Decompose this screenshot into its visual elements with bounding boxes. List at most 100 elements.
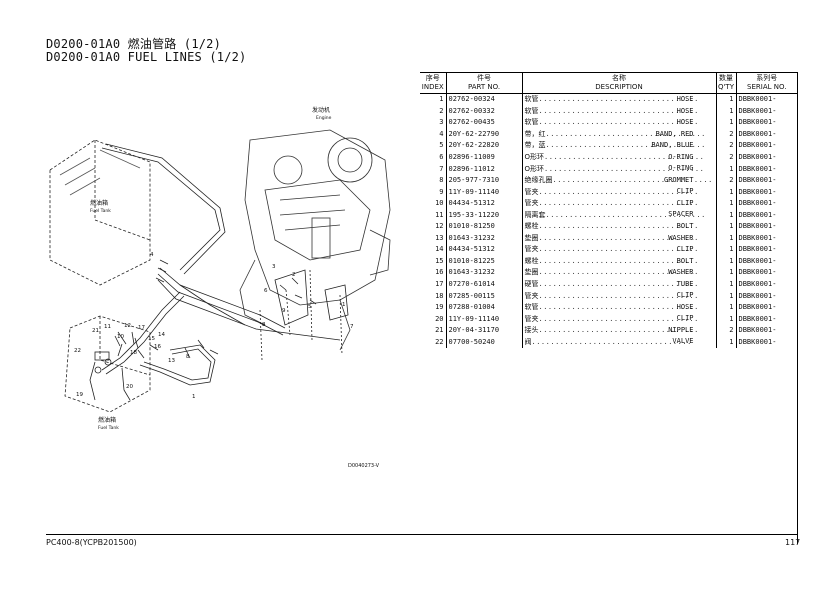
page-title-cn: D0200-01A0 燃油管路 (1/2) [46,37,222,51]
engine-label-en: Engine [316,115,332,121]
cell-description: 隔离套..................................SPA… [521,209,716,222]
cell-serial: DBBK0001- [735,163,797,175]
cell-serial: DBBK0001- [735,221,797,233]
cell-qty: 1 [715,105,736,118]
desc-cn: 管夹 [524,245,539,254]
cell-description: 螺栓..................................BOLT [521,221,716,233]
desc-cn: 螺栓 [524,222,539,231]
cell-index: 2 [439,106,444,115]
cell-part-no: 205-977-7310 [445,174,522,187]
cell-qty: 1 [715,232,736,245]
desc-en: CLIP [676,245,694,254]
cell-qty: 1 [715,313,736,325]
drawing-code: D0040273-V [348,463,380,469]
parts-table-frame [420,72,798,544]
desc-leader-dots: .................................. [538,303,699,312]
cell-description: 带，蓝..................................BAN… [521,140,716,152]
desc-en: BOLT [676,222,694,231]
cell-qty: 1 [715,255,736,268]
desc-cn: O形环 [524,164,545,173]
desc-leader-dots: .................................. [538,233,699,242]
cell-serial: DBBK0001- [735,128,797,141]
cell-description: 软管..................................HOSE [521,301,716,314]
cell-qty: 1 [715,117,736,129]
cell-description: 垫圈..................................WASH… [521,232,716,245]
cell-serial: DBBK0001- [735,278,797,291]
cell-index: 16 [435,268,444,277]
callout: 9 [282,308,286,314]
desc-leader-dots: .................................. [545,141,706,150]
callout: 20 [126,384,133,390]
cell-part-no: 11Y-09-11140 [445,313,522,325]
cell-qty: 2 [715,140,736,152]
desc-cn: 管夹 [524,314,539,323]
cell-description: O形环..................................O-R… [521,151,716,164]
cell-part-no: 01643-31232 [445,267,522,279]
callout: 11 [104,324,111,330]
cell-serial: DBBK0001- [735,140,797,152]
desc-cn: 接头 [524,326,539,335]
desc-cn: 带，红 [524,129,546,138]
cell-serial: DBBK0001- [735,105,797,118]
callout: 3 [272,264,276,270]
fuel-lines-diagram: 发动机 Engine 燃油箱 Fuel Tank 燃油箱 Fuel Tank 4… [49,106,391,431]
desc-cn: 阀 [524,337,532,346]
cell-part-no: 20Y-04-31170 [445,324,522,337]
cell-index: 19 [435,303,444,312]
cell-part-no: 02896-11009 [445,151,522,164]
callout: 4 [150,252,154,258]
cell-index: 10 [435,199,444,208]
col-desc-cn: 名称 [612,74,626,82]
desc-en: CLIP [676,198,694,207]
callout: 1 [342,302,346,308]
cell-index: 7 [439,164,444,173]
cell-index: 17 [435,280,444,289]
desc-cn: 螺栓 [524,256,539,265]
engine-label-cn: 发动机 [312,106,330,114]
desc-en: NIPPLE [668,325,694,334]
cell-qty: 1 [715,163,736,175]
cell-index: 3 [439,118,444,127]
cell-qty: 2 [715,324,736,337]
cell-serial: DBBK0001- [735,336,797,349]
desc-leader-dots: .................................. [531,337,692,346]
cell-index: 9 [439,187,444,196]
cell-description: 管夹..................................CLIP [521,197,716,210]
cell-description: 管夹..................................CLIP [521,244,716,256]
cell-description: 硬管..................................TUBE [521,278,716,291]
desc-en: BAND, BLUE [651,141,694,150]
callout: 14 [158,332,165,338]
desc-leader-dots: .................................. [545,210,706,219]
cell-index: 18 [435,291,444,300]
cell-part-no: 07700-50240 [445,336,522,349]
col-index-cn: 序号 [425,74,440,82]
desc-cn: 带，蓝 [524,141,546,150]
cell-serial: DBBK0001- [735,117,797,129]
desc-leader-dots: .................................. [538,326,699,335]
col-part-cn: 件号 [477,74,491,82]
callout: 10 [117,334,124,340]
desc-cn: 软管 [524,106,539,115]
col-qty-en: Q'TY [718,83,734,91]
desc-en: GROMMET [663,175,694,184]
desc-cn: 硬管 [524,280,539,289]
desc-cn: 管夹 [524,199,539,208]
cell-qty: 1 [715,278,736,291]
callout: 6 [264,288,268,294]
desc-en: WASHER [668,233,694,242]
desc-cn: 绝缘孔圈 [524,176,553,185]
cell-description: 垫圈..................................WASH… [521,267,716,279]
footer-model: PC400-8(YCPB201500) [46,538,137,547]
cell-serial: DBBK0001- [735,232,797,245]
callout: 5 [308,304,312,310]
